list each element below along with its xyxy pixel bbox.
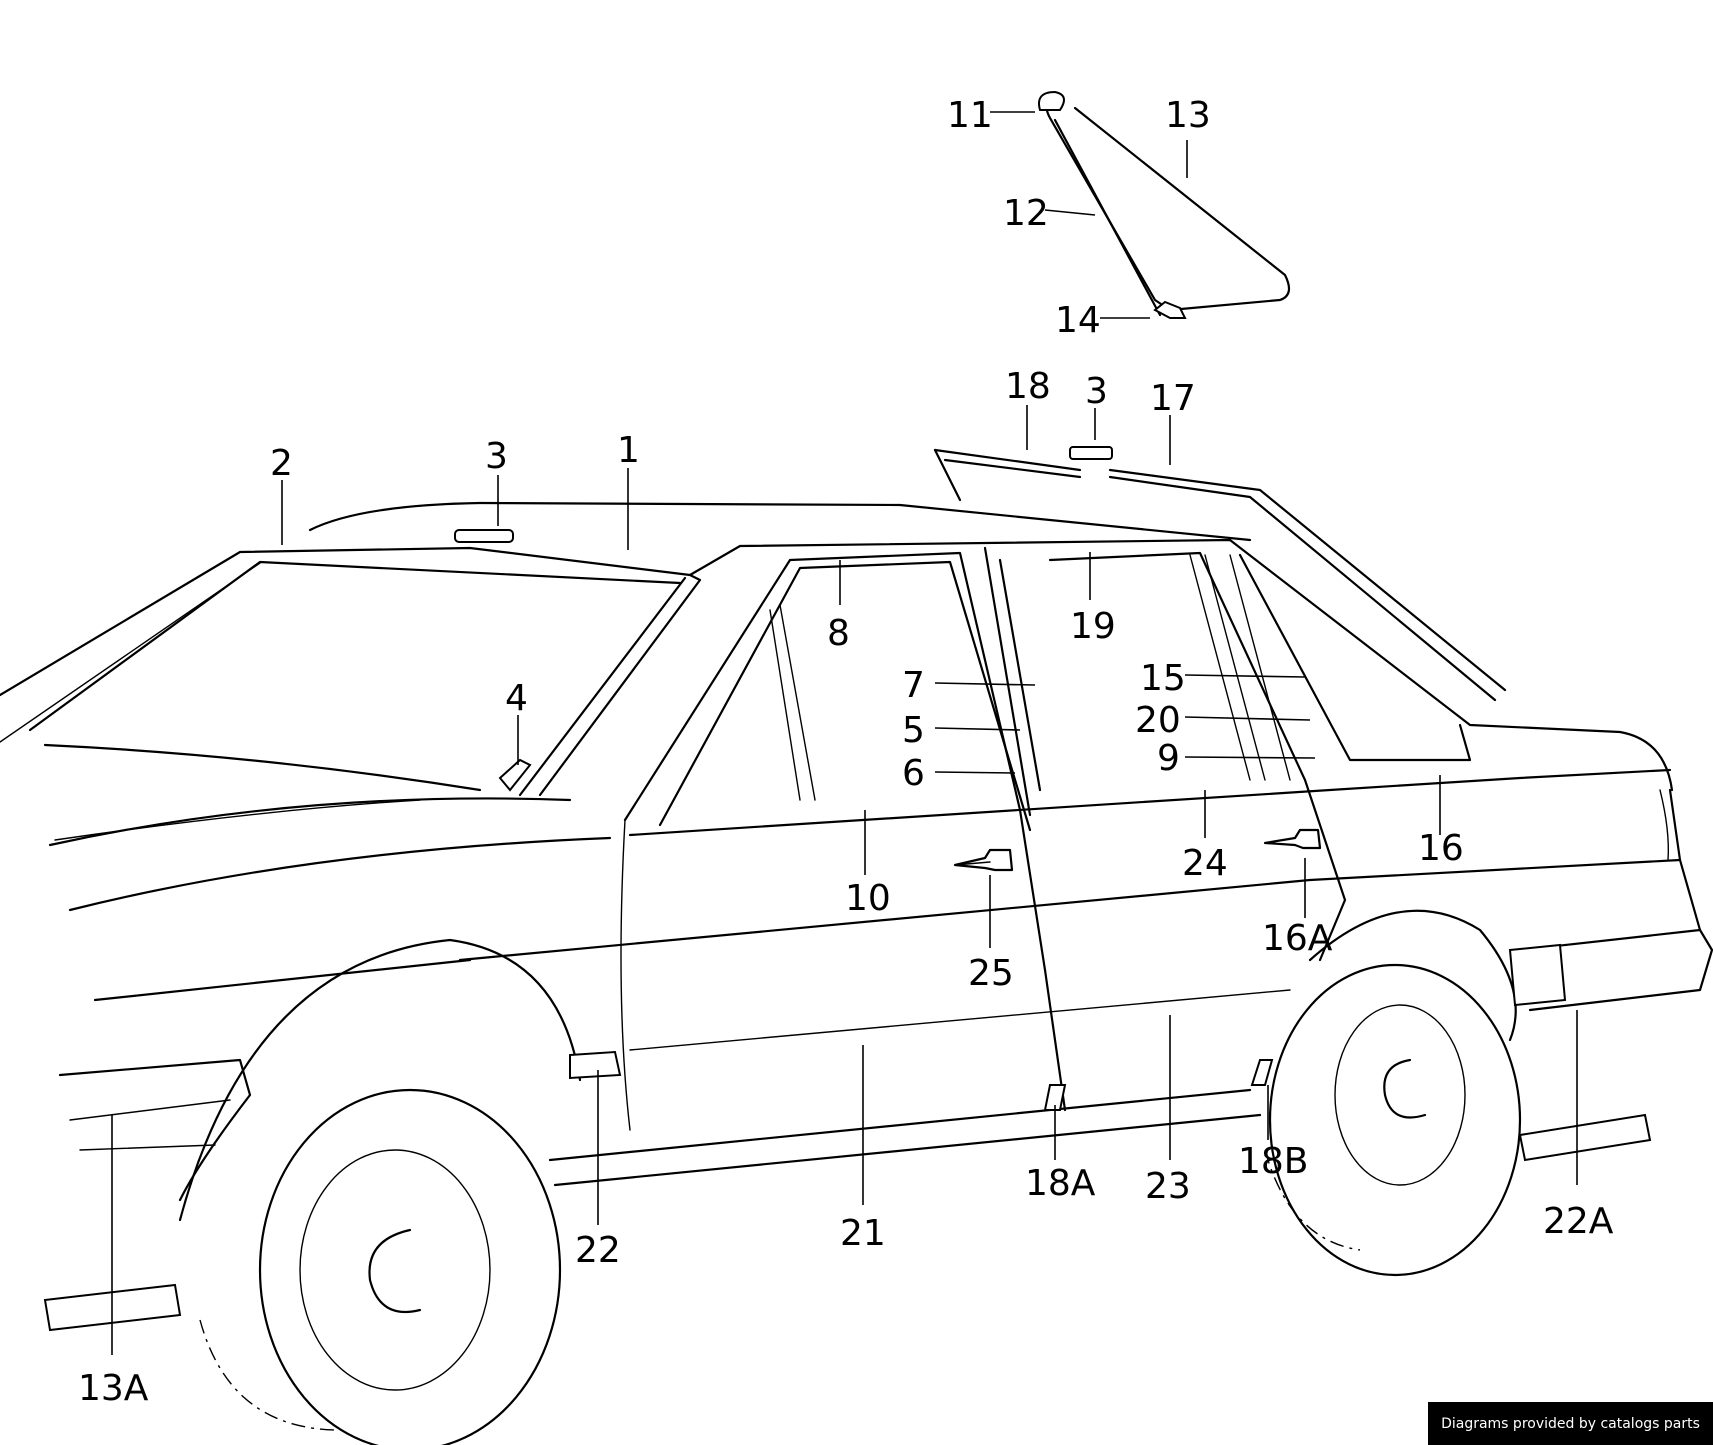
callout-5: 5 (902, 710, 925, 751)
callout-9: 9 (1157, 738, 1180, 779)
roof-moulding-detail (933, 446, 1507, 702)
callout-22: 22 (575, 1230, 621, 1271)
callout-14: 14 (1055, 300, 1101, 341)
callout-17: 17 (1150, 378, 1196, 419)
callout-10: 10 (845, 878, 891, 919)
callout-2: 2 (270, 443, 293, 484)
callout-18b: 18B (1238, 1141, 1309, 1182)
car-body-outline (0, 501, 1713, 1445)
callout-11: 11 (947, 95, 993, 136)
leader-lines (111, 111, 1578, 1355)
callout-6: 6 (902, 753, 925, 794)
callout-4: 4 (505, 678, 528, 719)
callout-8: 8 (827, 613, 850, 654)
callout-13a: 13A (78, 1368, 149, 1409)
callout-12: 12 (1003, 193, 1049, 234)
callout-3-roof: 3 (1085, 371, 1108, 412)
callout-15: 15 (1140, 658, 1186, 699)
callout-18-roof: 18 (1005, 366, 1051, 407)
callout-13: 13 (1165, 95, 1211, 136)
callout-3: 3 (485, 436, 508, 477)
quarter-window-seal-detail (1038, 90, 1291, 319)
callout-labels: 11 13 12 14 18 3 17 2 3 1 4 8 19 7 5 6 1… (78, 95, 1614, 1409)
callout-16a: 16A (1262, 918, 1333, 959)
callout-16: 16 (1418, 828, 1464, 869)
callout-19: 19 (1070, 606, 1116, 647)
callout-18a: 18A (1025, 1163, 1096, 1204)
callout-22a: 22A (1543, 1201, 1614, 1242)
callout-25: 25 (968, 953, 1014, 994)
callout-1: 1 (617, 430, 640, 471)
callout-20: 20 (1135, 700, 1181, 741)
callout-24: 24 (1182, 843, 1228, 884)
callout-21: 21 (840, 1213, 886, 1254)
callout-7: 7 (902, 665, 925, 706)
callout-23: 23 (1145, 1166, 1191, 1207)
credit-banner: Diagrams provided by catalogs parts (1428, 1402, 1713, 1445)
